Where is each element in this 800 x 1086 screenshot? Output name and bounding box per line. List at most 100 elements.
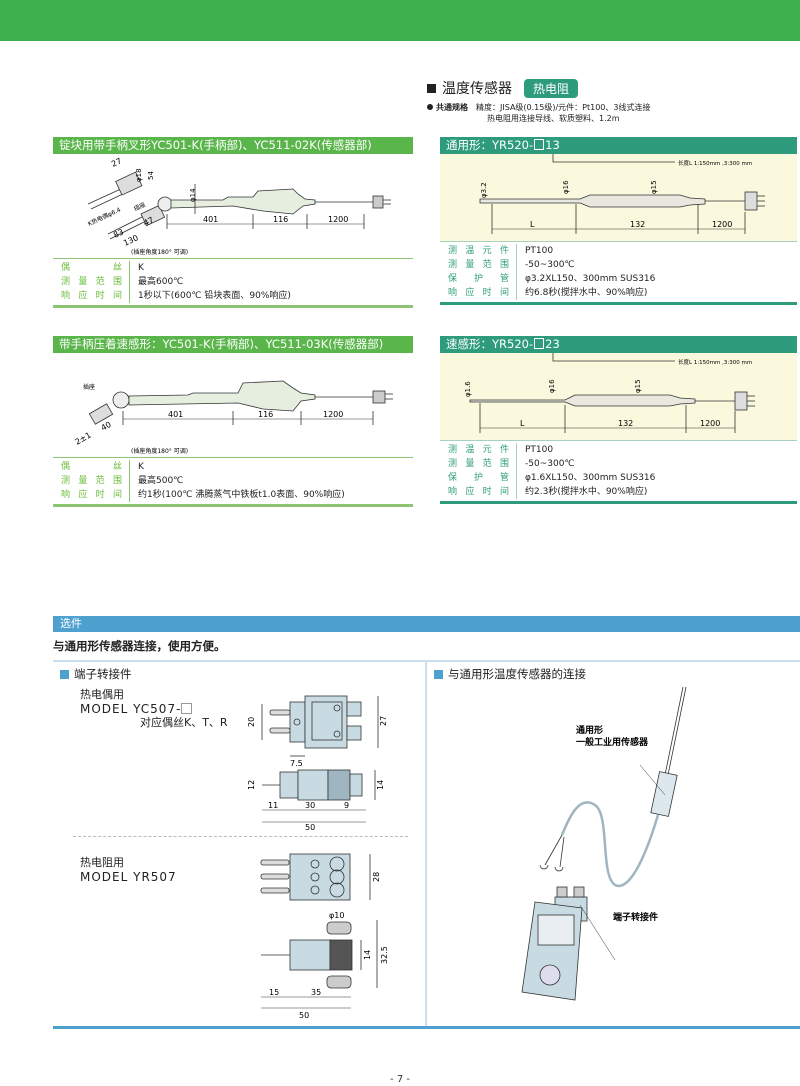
dim-phi14: φ14 xyxy=(189,188,197,202)
dim-40: 40 xyxy=(100,420,113,433)
product-drawing: 插座 401 116 1200 40 2±1 (插座角度180° 可调) xyxy=(53,353,413,457)
dim-L: L xyxy=(520,419,525,428)
sensor-label-line1: 通用形 xyxy=(576,724,603,736)
spec-key: 测量范围 xyxy=(53,474,130,488)
spec-key: 响应时间 xyxy=(53,488,130,502)
dim-32-5: 32.5 xyxy=(380,946,389,964)
category-badge: 热电阻 xyxy=(524,78,579,98)
spec-key: 响应时间 xyxy=(53,289,130,303)
common-spec-label: 共通规格 xyxy=(436,103,468,112)
panel-title: 速感形：YR520-23 xyxy=(440,336,797,353)
dim-20: 20 xyxy=(247,717,256,727)
dim-50: 50 xyxy=(305,823,315,830)
spec-key: 测量范围 xyxy=(53,275,130,289)
rtd-adapter-label: 热电阻用 xyxy=(80,856,124,869)
bullet-dot-icon xyxy=(427,104,433,110)
panel-title-prefix: 速感形：YR520- xyxy=(446,337,534,351)
panel-yr520-23: 速感形：YR520-23 长度L 1:150mm ,3:300 mm φ1.6 … xyxy=(440,336,797,504)
panel-yr520-13: 通用形：YR520- 13 长度L 1:150mm ,3:300 mm φ3.2 … xyxy=(440,137,797,305)
left-heading: 端子转接件 xyxy=(60,666,132,682)
spec-row: 测量范围-50~300℃ xyxy=(440,457,797,471)
tc-adapter-note: 对应偶丝K、T、R xyxy=(140,716,228,729)
rtd-adapter-info: 热电阻用 MODEL YR507 xyxy=(80,856,177,884)
dim-phi16: φ16 xyxy=(562,180,570,194)
common-spec-line1: 精度：JISA级(0.15级)/元件：Pt100、3线式连接 xyxy=(476,103,651,112)
common-spec-line2: 热电阻用连接导线、软质塑料、1.2m xyxy=(487,114,620,123)
top-color-bar xyxy=(0,0,800,41)
tc-adapter-model: MODEL YC507- xyxy=(80,702,182,716)
probe-drawing-svg: 长度L 1:150mm ,3:300 mm φ3.2 φ16 φ15 L 132… xyxy=(479,154,765,234)
category-title-text: 温度传感器 xyxy=(442,81,512,97)
dim-7-5: 7.5 xyxy=(290,759,303,768)
spec-value: PT100 xyxy=(525,445,554,455)
spec-value: -50~300℃ xyxy=(525,459,575,469)
dim-phi1-6: φ1.6 xyxy=(464,381,472,397)
dim-phi15: φ15 xyxy=(634,379,642,393)
dim-132: 132 xyxy=(618,419,633,428)
dim-35: 35 xyxy=(311,988,321,997)
panel-title: 通用形：YR520- 13 xyxy=(440,137,797,154)
joint-note: (插座角度180° 可调) xyxy=(131,248,188,256)
dim-phi18: φ18 xyxy=(135,168,143,182)
rtd-adapter-drawing: 28 φ10 14 32.5 15 35 50 xyxy=(260,853,389,1020)
spec-key: 响应时间 xyxy=(440,286,517,300)
dim-27: 27 xyxy=(379,716,388,726)
rtd-adapter-model: MODEL YR507 xyxy=(80,870,177,884)
spec-value: φ1.6XL150、300mm SUS316 xyxy=(525,473,656,483)
dim-phi16: φ16 xyxy=(548,379,556,393)
length-note: 长度L 1:150mm ,3:300 mm xyxy=(678,358,752,366)
dim-11: 11 xyxy=(268,801,278,810)
spec-key: 保护管 xyxy=(440,272,517,286)
dim-9: 9 xyxy=(344,801,349,810)
dim-116: 116 xyxy=(273,215,288,224)
dim-1200: 1200 xyxy=(712,220,732,229)
blank-box-icon xyxy=(181,703,193,714)
sensor-label-line2: 一般工业用传感器 xyxy=(576,736,649,748)
probe-drawing-svg: 插座 401 116 1200 40 2±1 (插座角度180° 可调) xyxy=(74,380,393,455)
left-heading-text: 端子转接件 xyxy=(74,667,132,681)
dashed-separator xyxy=(73,836,408,837)
dim-phi3-2: φ3.2 xyxy=(480,182,488,198)
dim-54: 54 xyxy=(147,171,155,180)
dim-L: L xyxy=(530,220,535,229)
right-heading: 与通用形温度传感器的连接 xyxy=(434,666,586,682)
spec-row: 测温元件 PT100 xyxy=(440,443,797,457)
category-title: 温度传感器 热电阻 xyxy=(427,78,579,98)
bottom-divider xyxy=(53,1026,800,1029)
dim-phi10: φ10 xyxy=(329,911,344,920)
panel-title: 锭块用带手柄叉形YC501-K(手柄部)、YC511-02K(传感器部) xyxy=(53,137,413,154)
spec-row: 响应时间约2.3秒(搅拌水中、90%响应) xyxy=(440,485,797,499)
panel-title-suffix: 13 xyxy=(545,138,560,152)
spec-row: 保护管 φ3.2XL150、300mm SUS316 xyxy=(440,272,797,286)
tc-adapter-label: 热电偶用 xyxy=(80,688,124,701)
spec-value: PT100 xyxy=(525,246,554,256)
dim-401: 401 xyxy=(168,410,183,419)
panel-title-prefix: 通用形：YR520- xyxy=(446,138,534,152)
spec-key: 测温元件 xyxy=(440,443,517,457)
blank-box-icon xyxy=(534,139,545,150)
spec-value: K xyxy=(138,462,144,472)
spec-row: 偶丝 K xyxy=(53,460,413,474)
column-divider xyxy=(425,662,427,1026)
joint-label: 插座 xyxy=(83,383,95,391)
page-number: - 7 - xyxy=(390,1074,410,1085)
options-divider xyxy=(53,660,800,662)
spec-value: 最高600℃ xyxy=(138,277,184,287)
dim-47: 47 xyxy=(142,215,155,227)
spec-value: φ3.2XL150、300mm SUS316 xyxy=(525,274,656,284)
spec-key: 偶丝 xyxy=(53,460,130,474)
dim-50: 50 xyxy=(299,1011,309,1020)
spec-value: 约1秒(100℃ 沸腾蒸气中铁板t1.0表面、90%响应) xyxy=(138,490,345,500)
connection-illustration: 通用形 一般工业用传感器 端子转接件 xyxy=(521,686,687,1001)
spec-row: 响应时间约6.8秒(搅拌水中、90%响应) xyxy=(440,286,797,300)
square-bullet-icon xyxy=(434,669,443,679)
dim-14: 14 xyxy=(363,950,372,960)
spec-key: 测量范围 xyxy=(440,258,517,272)
spec-key: 偶丝 xyxy=(53,261,130,275)
dim-1200: 1200 xyxy=(323,410,343,419)
